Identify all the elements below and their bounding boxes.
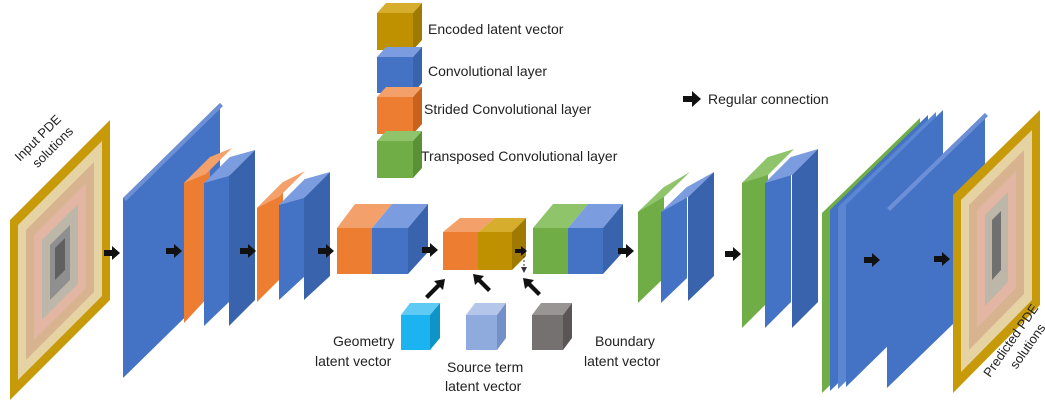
source-latent-cube: [466, 303, 506, 350]
legend-strided-swatch: [377, 87, 422, 134]
strided-layer-3: [257, 182, 283, 302]
conv-layer-final: [887, 113, 988, 388]
legend-encoded-label: Encoded latent vector: [428, 21, 564, 37]
legend-transposed-label: Transposed Convolutional layer: [421, 148, 618, 164]
conv-layer-3: [279, 179, 305, 300]
strided-layer-5: [443, 232, 478, 270]
strided-layer-4: [337, 228, 372, 274]
legend-transposed-swatch: [377, 131, 422, 178]
encoded-latent-block: [478, 232, 512, 270]
boundary-latent-cube: [532, 303, 572, 350]
legend-regular-label: Regular connection: [708, 91, 829, 107]
legend-strided-label: Strided Convolutional layer: [424, 101, 592, 117]
arrow-6: [515, 246, 527, 256]
arrow-3: [240, 244, 256, 258]
geometry-label: Geometry latent vector: [315, 333, 398, 369]
output-pde-grid: [953, 110, 1040, 393]
legend-conv-swatch: [377, 47, 422, 93]
arrow-4: [318, 244, 334, 258]
connection-arrows: [104, 243, 950, 267]
input-pde-grid: [10, 120, 110, 400]
arrow-2: [166, 244, 182, 258]
legend-encoded-swatch: [377, 3, 422, 50]
strided-layer-2: [184, 157, 210, 323]
arrow-geometry: [425, 279, 445, 299]
geometry-latent-cube: [401, 303, 440, 350]
bottleneck-block: [443, 218, 526, 270]
arrow-8: [725, 247, 741, 261]
conv-layer-d1: [568, 228, 603, 274]
encoder-block-3: [257, 171, 330, 302]
source-label-line1: Source term: [447, 359, 523, 375]
latent-arrows: [425, 274, 541, 299]
decoder-block-2: [638, 172, 714, 303]
encoder-block-2: [184, 148, 255, 326]
conv-layer-2: [204, 157, 230, 326]
conv-layer-4: [372, 228, 408, 274]
encoder-block-4: [337, 204, 428, 274]
conv-layer-d2: [661, 187, 687, 303]
arrow-boundary: [523, 278, 541, 296]
geometry-label-line2: latent vector: [315, 353, 392, 369]
arrow-9: [864, 253, 880, 267]
arrow-5: [422, 243, 438, 257]
transposed-layer-3: [742, 157, 768, 328]
conv-layer-d3: [765, 157, 791, 328]
source-label-line2: latent vector: [445, 378, 522, 394]
arrow-7: [618, 244, 634, 258]
transposed-layer-1: [533, 228, 568, 274]
arrow-10: [934, 252, 950, 266]
decoder-block-3: [742, 149, 818, 328]
boundary-label: Boundary latent vector: [584, 333, 661, 369]
legend: Encoded latent vector Convolutional laye…: [377, 3, 829, 178]
decoder-block-1: [533, 204, 623, 274]
boundary-label-line1: Boundary: [595, 333, 655, 349]
geometry-label-line1: Geometry: [333, 333, 394, 349]
source-label: Source term latent vector: [445, 359, 527, 394]
arrow-1: [104, 246, 120, 260]
arrow-source: [473, 274, 491, 292]
transposed-layer-2: [638, 187, 664, 303]
legend-conv-label: Convolutional layer: [428, 63, 547, 79]
boundary-label-line2: latent vector: [584, 353, 661, 369]
legend-regular-arrow: [683, 91, 701, 107]
